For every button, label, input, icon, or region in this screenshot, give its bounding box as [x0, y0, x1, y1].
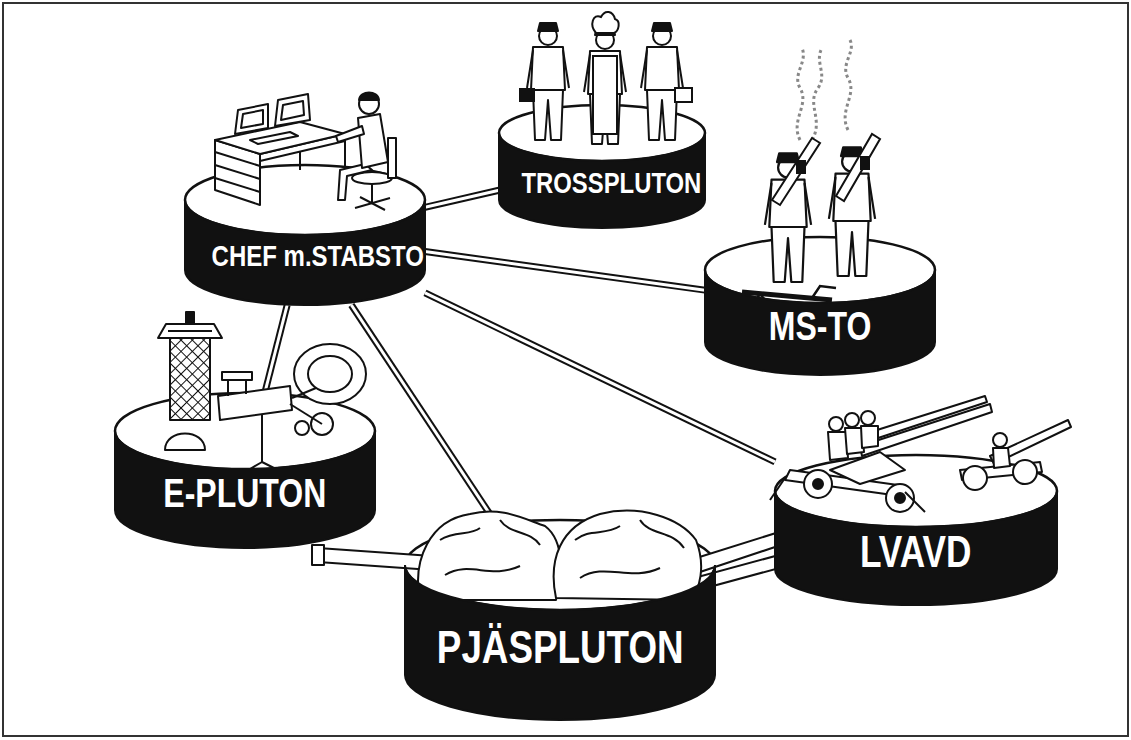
radar-equipment-part	[295, 421, 309, 435]
platform-band	[405, 520, 715, 720]
desk-operator-figure-part	[388, 138, 396, 178]
command-link-core	[425, 252, 705, 291]
command-link	[425, 190, 499, 207]
person-figure-part	[592, 12, 618, 33]
antiaircraft-guns-part	[804, 470, 832, 498]
antitank-soldiers-part	[812, 48, 822, 140]
antitank-soldiers-part	[765, 153, 811, 282]
gun-turrets-part	[312, 545, 324, 565]
radar-equipment-part	[308, 356, 352, 392]
unit-platform: PJÄSPLUTON	[405, 520, 715, 720]
antitank-soldiers-part	[796, 160, 806, 174]
radar-equipment-part	[222, 372, 252, 380]
antitank-soldiers-part	[860, 156, 870, 170]
person-figure-part	[527, 23, 569, 140]
antiaircraft-guns-part	[993, 448, 1010, 468]
antiaircraft-guns-part	[905, 492, 925, 512]
gun-turrets	[312, 511, 796, 602]
platform-band-outline	[405, 565, 715, 720]
antiaircraft-guns-part	[963, 466, 987, 490]
unit-label: LVAVD	[860, 530, 971, 574]
gun-turrets-part	[575, 520, 684, 578]
antitank-soldiers-part	[797, 48, 803, 140]
picture-frame	[3, 3, 1128, 736]
platform-band	[115, 393, 375, 548]
antiaircraft-guns	[770, 396, 1071, 512]
person-figure-part	[641, 23, 683, 140]
person-figure-part	[519, 88, 535, 102]
command-link-core	[425, 190, 499, 207]
gun-turrets-part	[318, 548, 432, 570]
platform-tops	[115, 105, 1057, 610]
unit-label: PJÄSPLUTON	[437, 624, 684, 670]
desk-operator-figure-part	[241, 110, 263, 128]
platform-band	[185, 165, 425, 305]
unit-label: E-PLUTON	[164, 473, 327, 513]
antiaircraft-guns-part	[861, 411, 875, 425]
platform-band-outline	[775, 491, 1057, 605]
desk-operator-figure-part	[215, 178, 260, 192]
unit-label: TROSSPLUTON	[521, 168, 701, 198]
antiaircraft-guns-part	[895, 493, 905, 503]
desk-operator-figure-part	[336, 126, 364, 142]
unit-label: CHEF m.STABSTO	[212, 241, 424, 271]
desk-operator-figure-part	[250, 132, 298, 144]
person-figure	[519, 12, 692, 144]
antiaircraft-guns-part	[845, 413, 859, 427]
antiaircraft-guns-part	[829, 417, 843, 431]
radar-equipment-part	[170, 338, 210, 420]
desk-operator-figure-part	[235, 104, 268, 134]
person-figure-part	[593, 56, 617, 134]
radar-equipment-part	[165, 449, 205, 451]
antitank-soldiers-part	[772, 138, 820, 205]
desk-operator-figure-part	[338, 164, 372, 200]
radar-equipment-part	[261, 412, 263, 462]
desk-operator-figure	[215, 93, 396, 211]
platform-band-outline	[185, 200, 425, 305]
platform-band-outline	[115, 431, 375, 548]
unit-platform: MS-TO	[705, 237, 935, 375]
radar-equipment-part	[218, 386, 292, 420]
antiaircraft-guns-part	[993, 433, 1007, 447]
radar-equipment-part	[158, 324, 222, 338]
person-figure-part	[584, 27, 626, 144]
antitank-soldiers-part	[836, 134, 880, 201]
antitank-soldiers-part	[845, 40, 851, 130]
unit-platform: E-PLUTON	[115, 393, 375, 548]
antitank-soldiers	[742, 40, 880, 306]
desk-operator-figure-part	[359, 93, 379, 101]
radar-equipment-part	[168, 330, 212, 332]
desk-operator-figure-part	[275, 94, 310, 126]
unit-platform: CHEF m.STABSTO	[185, 165, 425, 305]
antiaircraft-guns-part	[1013, 460, 1037, 484]
antiaircraft-guns-part	[813, 479, 823, 489]
person-figure-part	[675, 88, 692, 102]
gun-turrets-part	[440, 520, 540, 575]
radar-equipment-part	[294, 344, 366, 404]
gun-turrets-part	[418, 511, 561, 600]
command-link-core	[265, 305, 287, 393]
desk-operator-figure-part	[358, 114, 388, 168]
desk-operator-figure-part	[360, 197, 385, 210]
radar-equipment	[158, 312, 366, 472]
unit-label: MS-TO	[769, 306, 872, 346]
platform-band	[499, 105, 705, 228]
platform-band-outline	[499, 133, 705, 228]
platform-band-outline	[705, 270, 935, 375]
desk-operator-figure-part	[215, 165, 260, 179]
command-link	[425, 252, 705, 291]
desk-operator-figure-part	[215, 152, 260, 166]
command-link	[265, 305, 287, 393]
radar-equipment-part	[165, 434, 205, 451]
desk-operator-figure-part	[281, 101, 304, 120]
unit-platform: TROSSPLUTON	[499, 105, 705, 228]
radar-equipment-part	[186, 312, 194, 324]
unit-platform: LVAVD	[775, 455, 1057, 605]
radar-equipment-part	[292, 388, 316, 398]
antiaircraft-guns-part	[861, 426, 878, 448]
gun-turrets-part	[554, 511, 701, 600]
desk-operator-figure-part	[215, 122, 345, 154]
radar-equipment-part	[290, 404, 322, 424]
